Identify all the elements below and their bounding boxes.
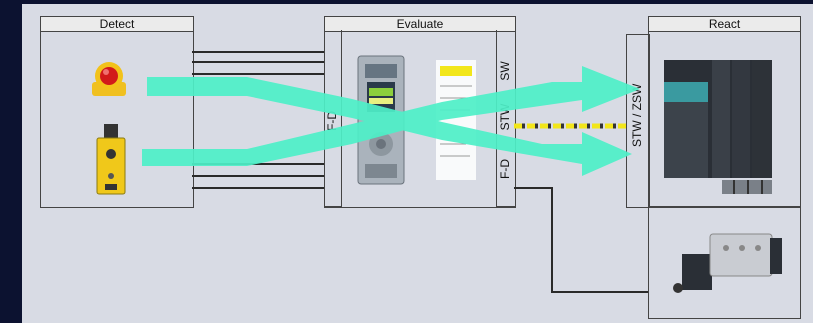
diagram-graphics (92, 51, 782, 293)
react-box: React (648, 16, 801, 208)
emergency-stop-icon (92, 62, 126, 96)
wire-to-valve (514, 187, 648, 293)
flow-arrows (142, 66, 640, 176)
safety-switch-icon (96, 124, 126, 195)
plc-datasheet-graphic (436, 60, 476, 180)
react-valve-box (648, 206, 801, 319)
evaluate-right-strip (496, 30, 516, 207)
evaluate-left-strip (324, 30, 342, 207)
diagram-canvas: Detect Evaluate React F-D SW STW F-D STW… (22, 4, 813, 323)
detect-box: Detect (40, 16, 194, 208)
flow-arrow-switch (142, 66, 640, 166)
evaluate-header: Evaluate (325, 17, 515, 32)
drive-unit-icon (664, 60, 772, 194)
pneumatic-valve-icon (673, 233, 782, 293)
react-left-strip (626, 34, 650, 208)
react-header: React (649, 17, 800, 32)
detect-header: Detect (41, 17, 193, 32)
